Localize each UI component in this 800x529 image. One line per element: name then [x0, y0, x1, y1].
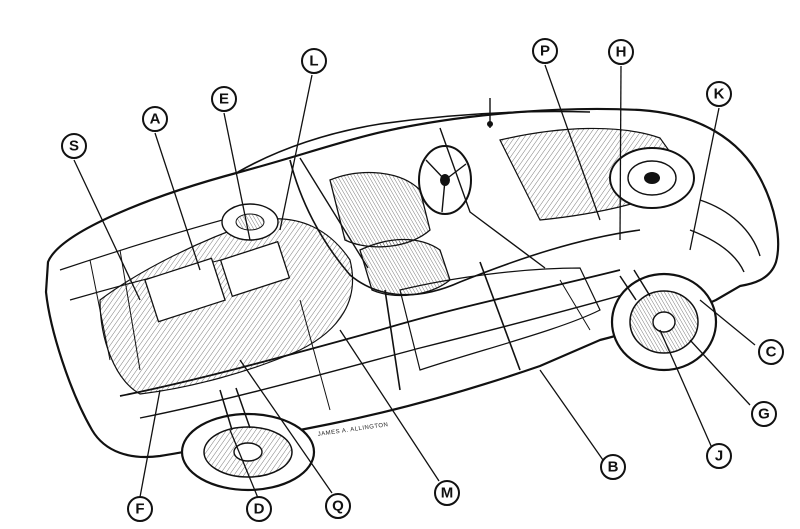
- callout-E: E: [211, 86, 237, 112]
- callout-M: M: [434, 480, 460, 506]
- callout-L: L: [301, 48, 327, 74]
- svg-text:M: M: [441, 485, 454, 502]
- callout-P: P: [532, 38, 558, 64]
- callout-Q: Q: [325, 493, 351, 519]
- callout-H: H: [608, 39, 634, 65]
- callout-C: C: [758, 339, 784, 365]
- svg-text:H: H: [616, 44, 627, 61]
- svg-text:G: G: [758, 406, 770, 423]
- svg-text:A: A: [150, 111, 161, 128]
- callout-J: J: [706, 443, 732, 469]
- svg-text:C: C: [766, 344, 777, 361]
- svg-text:P: P: [540, 43, 550, 60]
- leader-lines: [73, 64, 756, 499]
- svg-text:B: B: [608, 459, 619, 476]
- svg-text:D: D: [254, 501, 265, 518]
- svg-text:K: K: [714, 86, 725, 103]
- car-body-drawing: [44, 98, 780, 492]
- callout-A: A: [142, 106, 168, 132]
- callout-K: K: [706, 81, 732, 107]
- svg-text:J: J: [715, 448, 723, 465]
- callout-S: S: [61, 133, 87, 159]
- svg-text:Q: Q: [332, 498, 344, 515]
- svg-text:L: L: [309, 53, 318, 70]
- callout-G: G: [751, 401, 777, 427]
- svg-text:F: F: [135, 501, 144, 518]
- callout-D: D: [246, 496, 272, 522]
- callout-F: F: [127, 496, 153, 522]
- svg-text:S: S: [69, 138, 79, 155]
- svg-text:E: E: [219, 91, 229, 108]
- callout-B: B: [600, 454, 626, 480]
